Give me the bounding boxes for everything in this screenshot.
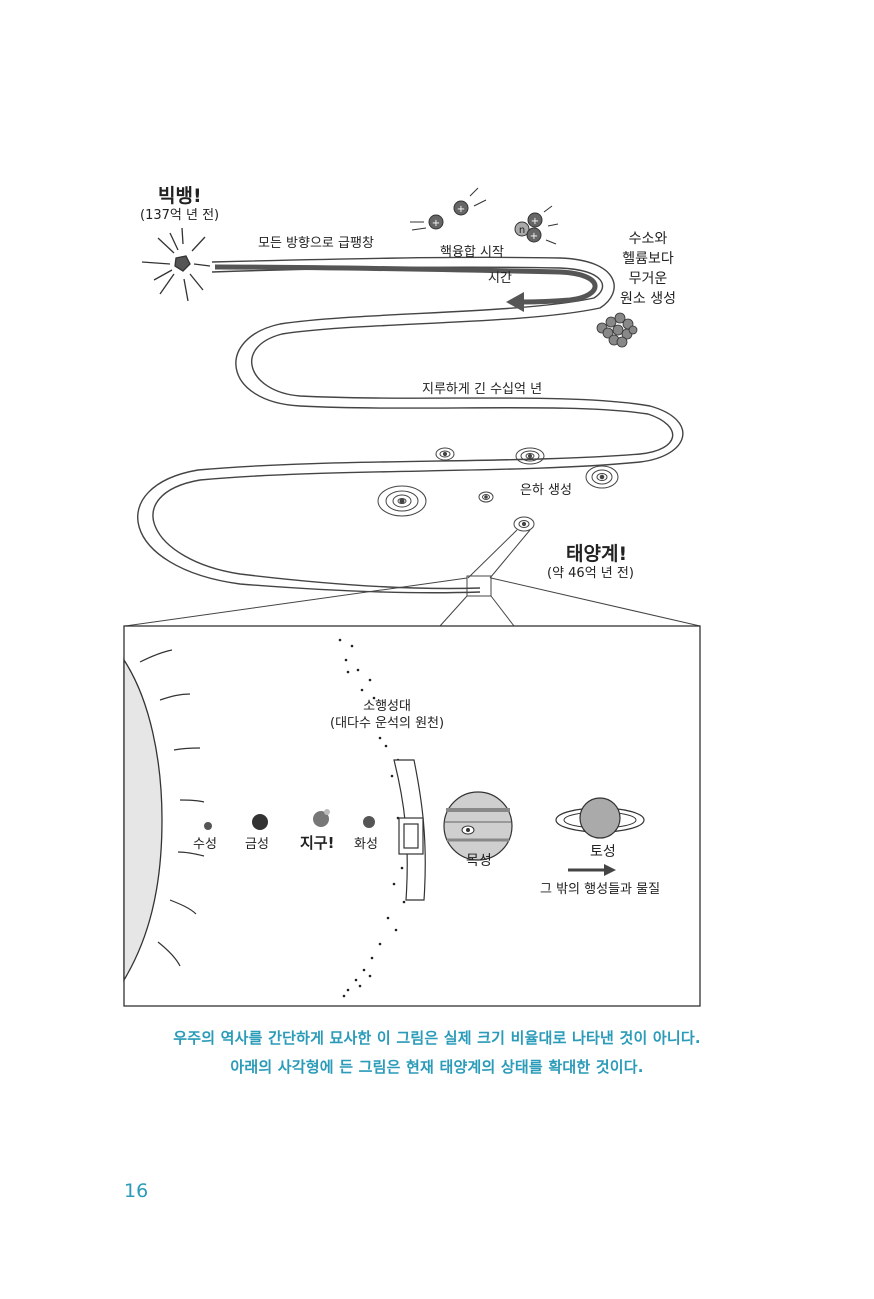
planet-label-mercury: 수성	[193, 837, 217, 852]
solar-system-time: (약 46억 년 전)	[547, 566, 634, 581]
heavy-elements-line: 헬륨보다	[622, 251, 674, 267]
planet-label-mars: 화성	[354, 837, 378, 852]
mercury	[204, 822, 212, 830]
expansion-label: 모든 방향으로 급팽창	[258, 236, 374, 251]
asteroid-belt-label: 소행성대 (대다수 운석의 원천)	[330, 698, 444, 732]
saturn	[555, 797, 645, 839]
beyond-arrow	[568, 864, 616, 876]
time-label: 시간	[488, 271, 512, 286]
page-number: 16	[124, 1180, 149, 1202]
heavy-element-cluster	[596, 312, 638, 348]
galaxy-label: 은하 생성	[520, 483, 572, 498]
planet-label-jupiter: 목성	[466, 853, 492, 869]
proton-symbol: +	[531, 216, 539, 227]
galaxies	[377, 447, 619, 532]
mars	[363, 816, 375, 828]
venus	[252, 814, 268, 830]
big-bang-title: 빅뱅!	[158, 185, 202, 207]
timeline-band	[137, 256, 684, 594]
sun	[123, 657, 163, 983]
boring-period-label: 지루하게 긴 수십억 년	[422, 382, 543, 397]
caption-line-2: 아래의 사각형에 든 그림은 현재 태양계의 상태를 확대한 것이다.	[230, 1058, 644, 1076]
proton-symbol: +	[432, 218, 440, 229]
big-bang-time: (137억 년 전)	[140, 208, 220, 223]
belt-drawing	[393, 759, 426, 901]
proton-symbol: +	[457, 204, 465, 215]
time-arrow	[214, 264, 598, 312]
asteroid-belt-subtitle: (대다수 운석의 원천)	[330, 716, 445, 731]
heavy-elements-line: 원소 생성	[620, 291, 676, 307]
solar-system-title: 태양계!	[566, 543, 628, 565]
heavy-elements-line: 무거운	[628, 271, 668, 287]
fusion-label: 핵융합 시작	[440, 245, 504, 260]
neutron-symbol: n	[519, 225, 525, 236]
caption-line-1: 우주의 역사를 간단하게 묘사한 이 그림은 실제 크기 비율대로 나타낸 것이…	[173, 1029, 701, 1047]
beyond-label: 그 밖의 행성들과 물질	[540, 882, 661, 897]
big-bang-burst	[141, 227, 211, 302]
planet-label-venus: 금성	[245, 837, 269, 852]
jupiter	[443, 791, 513, 861]
asteroid-belt-title: 소행성대	[363, 699, 411, 714]
earth	[313, 811, 329, 827]
proton-symbol: +	[530, 231, 538, 242]
heavy-elements-label: 수소와 헬륨보다 무거운 원소 생성	[620, 229, 676, 309]
heavy-elements-line: 수소와	[628, 231, 668, 247]
planet-label-earth: 지구!	[300, 834, 335, 852]
planet-label-saturn: 토성	[590, 844, 616, 860]
zoom-lines	[124, 529, 701, 627]
nuclear-particles	[410, 187, 559, 245]
solar-system-box	[123, 625, 701, 1007]
